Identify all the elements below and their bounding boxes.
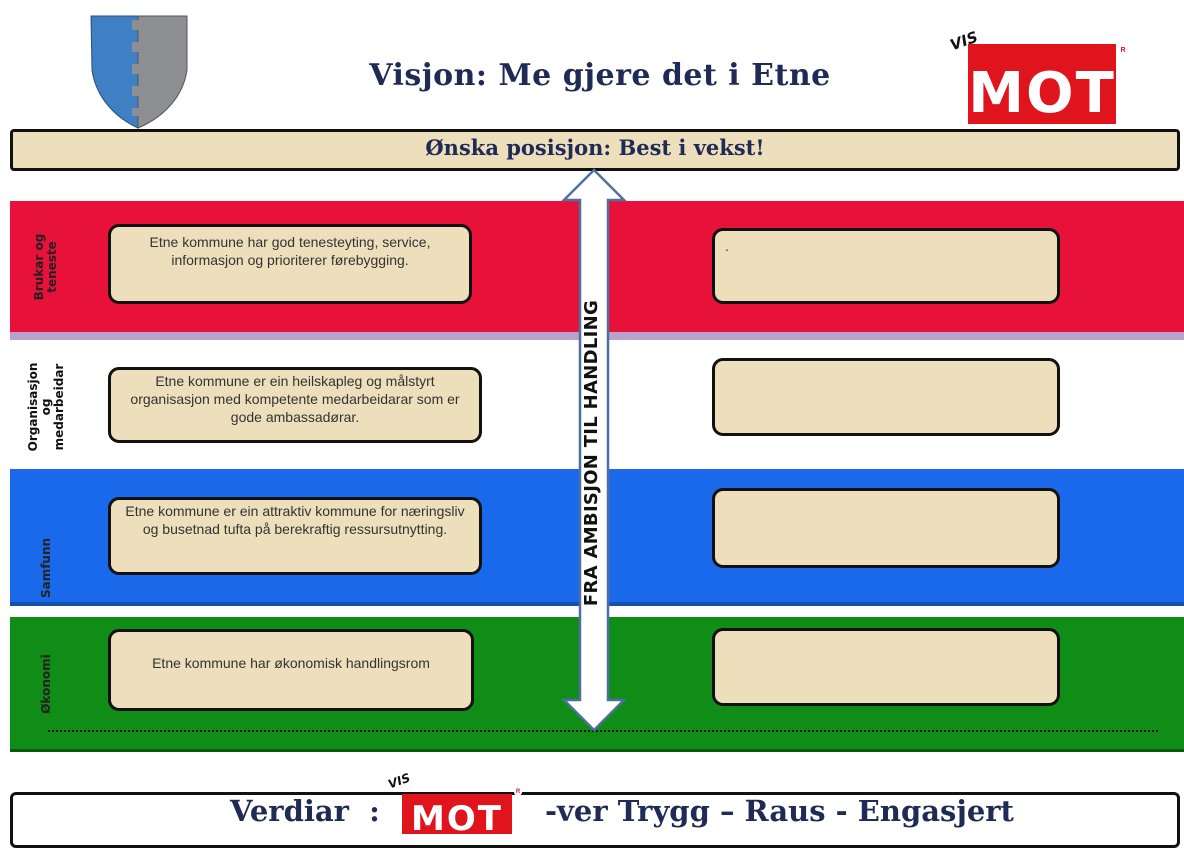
dotted-line [48, 730, 1158, 732]
position-text: Ønska posisjon: Best i vekst! [425, 135, 765, 160]
mot-logo-text: MOT [411, 799, 503, 839]
vision-title: Visjon: Me gjere det i Etne [369, 58, 831, 93]
goal-box-okonomi: Etne kommune har økonomisk handlingsrom [108, 629, 474, 711]
registered-mark: R [514, 788, 522, 796]
mot-logo-text: MOT [968, 61, 1116, 126]
action-box-okonomi [712, 628, 1060, 706]
coat-of-arms-icon [90, 15, 188, 129]
action-box-organisasjon [712, 358, 1060, 436]
mot-logo-icon: VIS MOT R [948, 28, 1128, 126]
action-box-samfunn [712, 488, 1060, 568]
goal-box-organisasjon: Etne kommune er ein heilskapleg og målst… [108, 367, 482, 443]
arrow-label: FRA AMBISJON TIL HANDLING [581, 299, 602, 607]
category-label-samfunn: Samfunn [39, 537, 53, 599]
registered-mark: R [1118, 46, 1128, 56]
values-prefix: Verdiar : [230, 794, 380, 828]
category-label-okonomi: Økonomi [39, 654, 53, 714]
double-arrow-icon [560, 168, 628, 732]
category-label-organisasjon: Organisasjon og medarbeidar [26, 362, 66, 452]
vis-mark: VIS [386, 770, 413, 792]
goal-box-samfunn: Etne kommune er ein attraktiv kommune fo… [108, 497, 482, 575]
values-text: -ver Trygg – Raus - Engasjert [545, 794, 1014, 828]
vis-mark: VIS [947, 27, 981, 55]
mot-logo-icon: VIS MOT R [386, 771, 522, 839]
action-box-brukar: . [712, 228, 1060, 304]
category-label-brukar: Brukar og teneste [32, 233, 59, 301]
goal-box-brukar: Etne kommune har god tenesteyting, servi… [108, 224, 472, 304]
